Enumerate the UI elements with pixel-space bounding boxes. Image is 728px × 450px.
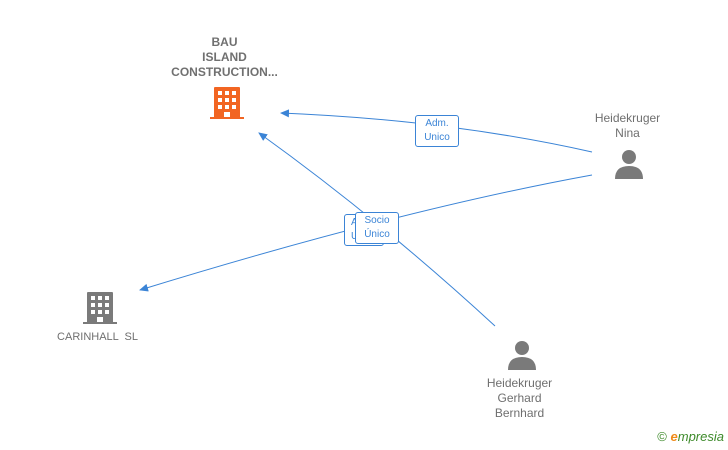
person-label-gerhard[interactable]: Heidekruger Gerhard Bernhard: [472, 376, 567, 421]
person-label-line: Bernhard: [494, 406, 545, 420]
edge-label-line: Unico: [424, 132, 450, 143]
edge-label-line: Adm.: [425, 118, 449, 129]
edge-label-socio-unico[interactable]: Socio Único: [355, 212, 399, 244]
company-label-line: ISLAND: [202, 50, 247, 64]
person-label-line: Gerhard: [497, 391, 542, 405]
person-label-line: Heidekruger: [594, 111, 661, 125]
edge-label-line: Único: [364, 229, 390, 240]
company-label-line: BAU: [211, 35, 238, 49]
person-icon[interactable]: [508, 341, 536, 370]
building-icon[interactable]: [83, 292, 117, 324]
person-label-nina[interactable]: Heidekruger Nina: [580, 111, 675, 141]
company-label-line: CONSTRUCTION...: [171, 65, 278, 79]
edge-label-line: A: [347, 216, 381, 230]
person-label-line: Nina: [615, 126, 640, 140]
copyright-icon: ©: [657, 429, 667, 444]
brand-initial: e: [670, 429, 678, 444]
brand-name: mpresia: [677, 429, 724, 444]
empresia-watermark: © empresia: [657, 429, 724, 444]
person-label-line: Heidekruger: [486, 376, 553, 390]
company-label-bau[interactable]: BAU ISLAND CONSTRUCTION...: [152, 35, 297, 80]
company-label-line: CARINHALL SL: [57, 331, 138, 343]
person-icon[interactable]: [615, 150, 643, 179]
building-icon[interactable]: [210, 87, 244, 119]
company-label-carinhall[interactable]: CARINHALL SL: [40, 330, 155, 345]
edge-label-adm-unico[interactable]: Adm. Unico: [415, 115, 459, 147]
edge-label-line: Socio: [364, 215, 390, 226]
edge-label-line: U: [347, 230, 381, 244]
